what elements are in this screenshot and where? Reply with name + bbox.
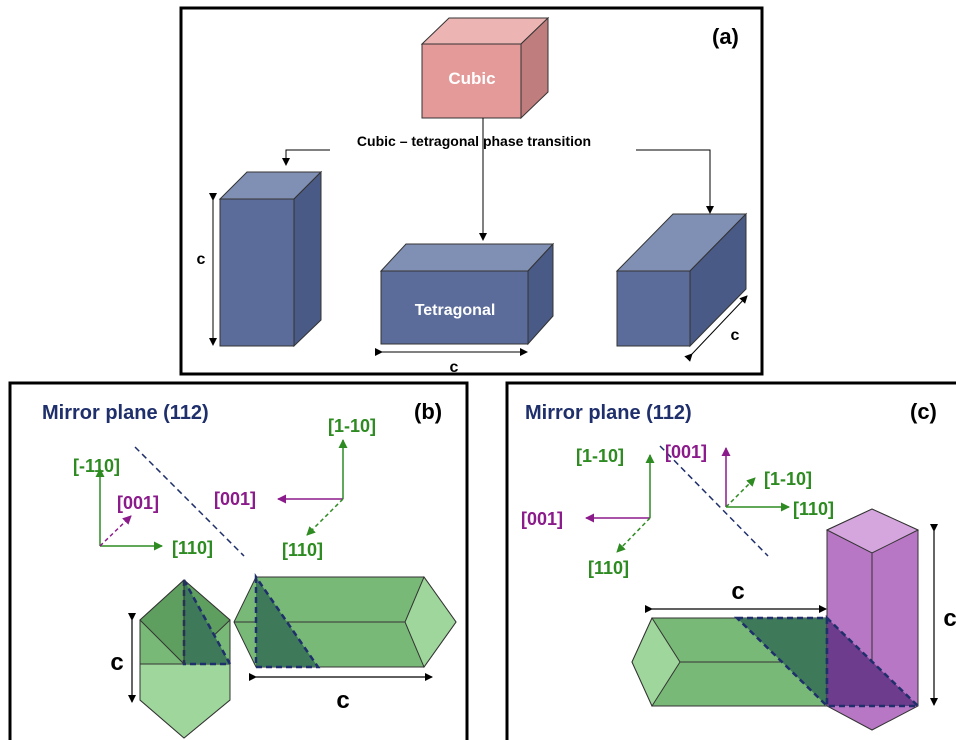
c-dimension-b-horizontal: c	[336, 687, 349, 714]
axes-right-c: [001] [1-10] [110]	[665, 442, 834, 519]
axis-label-b2-up: [1-10]	[328, 416, 376, 436]
axis-label-b-diag: [001]	[117, 493, 159, 513]
mirror-plane-label-b: Mirror plane (112)	[42, 402, 209, 424]
panel-b: (b) Mirror plane (112) [-110] [001] [110…	[8, 381, 469, 740]
axes-left-b: [-110] [001] [110]	[73, 456, 213, 558]
panel-a: (a) Cubic Cubic – tetragonal phase trans…	[179, 6, 764, 376]
panel-a-label: (a)	[712, 24, 739, 49]
transition-arrows: Cubic – tetragonal phase transition	[282, 118, 714, 241]
tetragonal-label: Tetragonal	[415, 302, 496, 319]
green-prism-vertical-b: c	[110, 579, 233, 739]
c-dimension-c-horizontal: c	[731, 578, 744, 605]
axes-left-c: [1-10] [001] [110]	[521, 446, 655, 578]
axis-label-c2-diag: [1-10]	[764, 469, 812, 489]
tetragonal-deep-prism: c	[615, 212, 748, 362]
axis-label-c-left: [001]	[521, 509, 563, 529]
c-dimension-right: c	[731, 327, 740, 344]
axis-label-b-right: [110]	[172, 538, 213, 558]
axes-right-b: [1-10] [001] [110]	[214, 416, 376, 560]
green-prism-horizontal-b: c	[233, 572, 457, 714]
c-dimension-b-vertical: c	[110, 649, 123, 676]
axis-label-c-up: [1-10]	[576, 446, 624, 466]
c-dimension-c-vertical: c	[943, 605, 956, 632]
tetragonal-tall-prism: c	[197, 170, 323, 348]
c-dimension-left: c	[197, 251, 206, 268]
tetragonal-wide-prism: Tetragonal c	[375, 242, 555, 376]
axis-label-b-up: [-110]	[73, 456, 120, 476]
axis-label-c2-right: [110]	[793, 499, 834, 519]
mirror-plane-line-c	[659, 445, 769, 557]
green-prism-horizontal-c: c	[631, 578, 853, 709]
cubic-label: Cubic	[448, 69, 495, 88]
panel-c-label: (c)	[910, 399, 937, 424]
mirror-plane-line-b	[134, 446, 245, 557]
c-dimension-middle: c	[450, 359, 459, 376]
cubic-cube: Cubic	[420, 16, 550, 120]
axis-label-b2-left: [001]	[214, 489, 256, 509]
axis-label-b2-diag: [110]	[282, 540, 323, 560]
axis-label-c-diag: [110]	[588, 558, 629, 578]
transition-label: Cubic – tetragonal phase transition	[357, 133, 591, 149]
purple-prism-vertical-c: c	[825, 508, 956, 731]
axis-label-c2-up: [001]	[665, 442, 707, 462]
panel-c: (c) Mirror plane (112) [1-10] [001] [110…	[505, 381, 956, 740]
panel-b-label: (b)	[414, 399, 442, 424]
panel-b-frame	[8, 381, 469, 740]
mirror-plane-label-c: Mirror plane (112)	[525, 402, 692, 424]
